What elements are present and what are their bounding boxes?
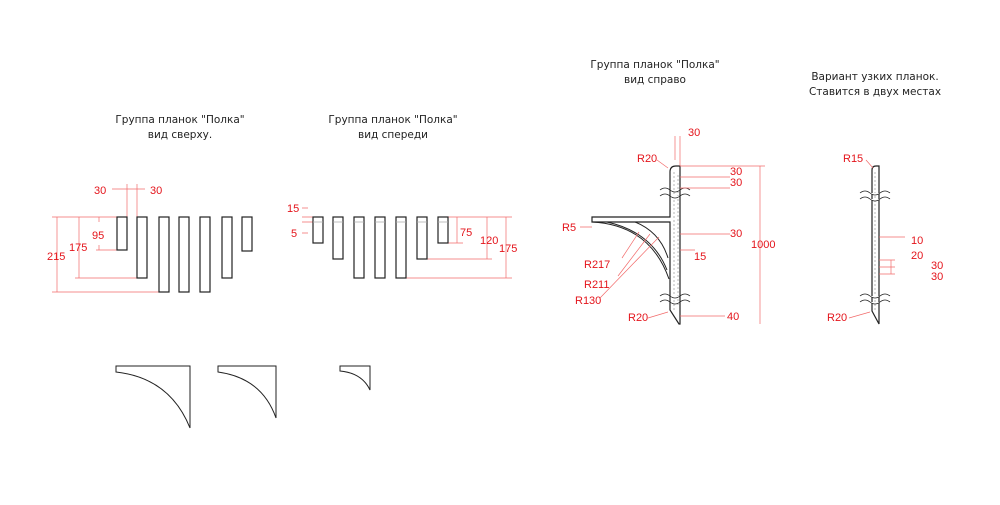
plank xyxy=(241,216,253,252)
dim-label: R211 xyxy=(584,279,609,291)
plank xyxy=(199,216,211,293)
top-view-title: Группа планок "Полка" xyxy=(115,114,244,126)
plank xyxy=(116,216,128,251)
plank xyxy=(136,216,148,279)
side-view-subtitle: вид справо xyxy=(624,74,686,86)
dim-label: 15 xyxy=(694,251,706,263)
top-view: Группа планок "Полка" вид сверху. 30 30 … xyxy=(47,114,253,293)
dim-label: 5 xyxy=(291,228,297,240)
bracket-profiles xyxy=(115,365,371,429)
front-planks xyxy=(312,216,449,279)
dim-label: R5 xyxy=(562,222,576,234)
dim-label: 95 xyxy=(92,230,104,242)
plank xyxy=(178,216,190,293)
dim-label: R20 xyxy=(827,312,847,324)
dim-label: 10 xyxy=(911,235,923,247)
front-view-subtitle: вид спереди xyxy=(358,129,428,141)
narrow-view-subtitle: Ставится в двух местах xyxy=(809,86,941,98)
dim-label: R20 xyxy=(628,312,648,324)
dim-label: 30 xyxy=(150,185,162,197)
dim-label: 40 xyxy=(727,311,739,323)
dim-label: 20 xyxy=(911,250,923,262)
dim-label: 75 xyxy=(460,227,472,239)
front-view-title: Группа планок "Полка" xyxy=(328,114,457,126)
dim-label: 15 xyxy=(287,203,299,215)
dim-label: R20 xyxy=(637,153,657,165)
dim-label: 175 xyxy=(69,242,87,254)
dim-label: 30 xyxy=(688,127,700,139)
dim-label: 215 xyxy=(47,251,65,263)
narrow-plank-view: Вариант узких планок. Ставится в двух ме… xyxy=(809,71,943,325)
bracket-profile-medium xyxy=(217,365,277,419)
narrow-view-title: Вариант узких планок. xyxy=(811,71,938,83)
side-view: Группа планок "Полка" вид справо 30 R20 … xyxy=(562,59,775,325)
plank xyxy=(221,216,233,279)
dim-label: R130 xyxy=(575,295,601,307)
dim-label: 30 xyxy=(730,166,742,178)
dim-label: 30 xyxy=(931,260,943,272)
dim-label: 30 xyxy=(931,271,943,283)
dim-label: 30 xyxy=(730,177,742,189)
bracket-profile-large xyxy=(115,365,191,429)
front-view: Группа планок "Полка" вид спереди 15 5 7… xyxy=(287,114,517,279)
top-view-subtitle: вид сверху. xyxy=(148,129,212,141)
plank xyxy=(158,216,170,293)
dim-label: 175 xyxy=(499,243,517,255)
dim-label: 1000 xyxy=(751,239,775,251)
bracket-profile-small xyxy=(339,365,371,391)
side-view-title: Группа планок "Полка" xyxy=(590,59,719,71)
dim-label: R15 xyxy=(843,153,863,165)
dim-label: 30 xyxy=(730,228,742,240)
dim-label: R217 xyxy=(584,259,610,271)
dim-label: 120 xyxy=(480,235,498,247)
dim-label: 30 xyxy=(94,185,106,197)
